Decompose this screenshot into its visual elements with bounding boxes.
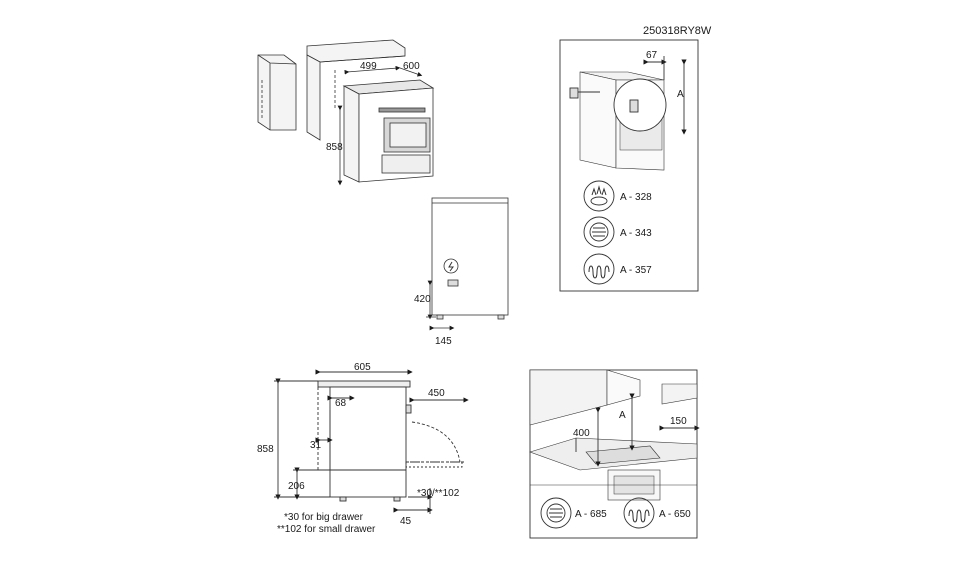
wall-clearance-figure	[559, 39, 699, 292]
hood-height-symbol: A	[619, 410, 626, 421]
side-drawer-height-label: 206	[288, 481, 305, 492]
wall-row-2-label: A - 343	[620, 228, 652, 239]
ceramic-hob-icon	[623, 497, 655, 529]
connection-point-figure	[426, 197, 509, 331]
cabinet-width-label: 499	[360, 61, 377, 72]
hood-side-label: 150	[670, 416, 687, 427]
gas-burner-icon	[583, 180, 615, 212]
footnote-big-drawer: *30 for big drawer	[284, 512, 364, 523]
wall-row-1-label: A - 328	[620, 192, 652, 203]
cabinet-depth-label: 600	[403, 61, 420, 72]
wall-row-3-label: A - 357	[620, 265, 652, 276]
side-door-open-label: 450	[428, 388, 445, 399]
wall-distance-label: 67	[646, 50, 658, 61]
induction-hob-icon	[583, 216, 615, 248]
side-view-figure	[274, 369, 469, 514]
hood-clearance-figure	[529, 369, 700, 539]
wall-height-symbol: A	[677, 89, 684, 100]
side-width-label: 605	[354, 362, 371, 373]
document-code: 250318RY8W	[643, 25, 712, 37]
induction-hob-icon	[540, 497, 572, 529]
side-foot-label: 45	[400, 516, 412, 527]
ceramic-hob-icon	[583, 253, 615, 285]
cabinet-niche-figure	[257, 39, 435, 186]
hood-row-2-label: A - 650	[659, 509, 691, 520]
side-top-offset-label: 68	[335, 398, 347, 409]
cabinet-height-label: 858	[326, 142, 343, 153]
connection-offset-label: 145	[435, 336, 452, 347]
side-height-label: 858	[257, 444, 274, 455]
hood-400-label: 400	[573, 428, 590, 439]
footnote-small-drawer: **102 for small drawer	[277, 524, 376, 535]
electric-plug-icon	[443, 258, 459, 274]
hood-row-1-label: A - 685	[575, 509, 607, 520]
side-drawer-gap-label: *30/**102	[417, 488, 460, 499]
connection-height-label: 420	[414, 294, 431, 305]
side-gap-label: 31	[310, 440, 322, 451]
